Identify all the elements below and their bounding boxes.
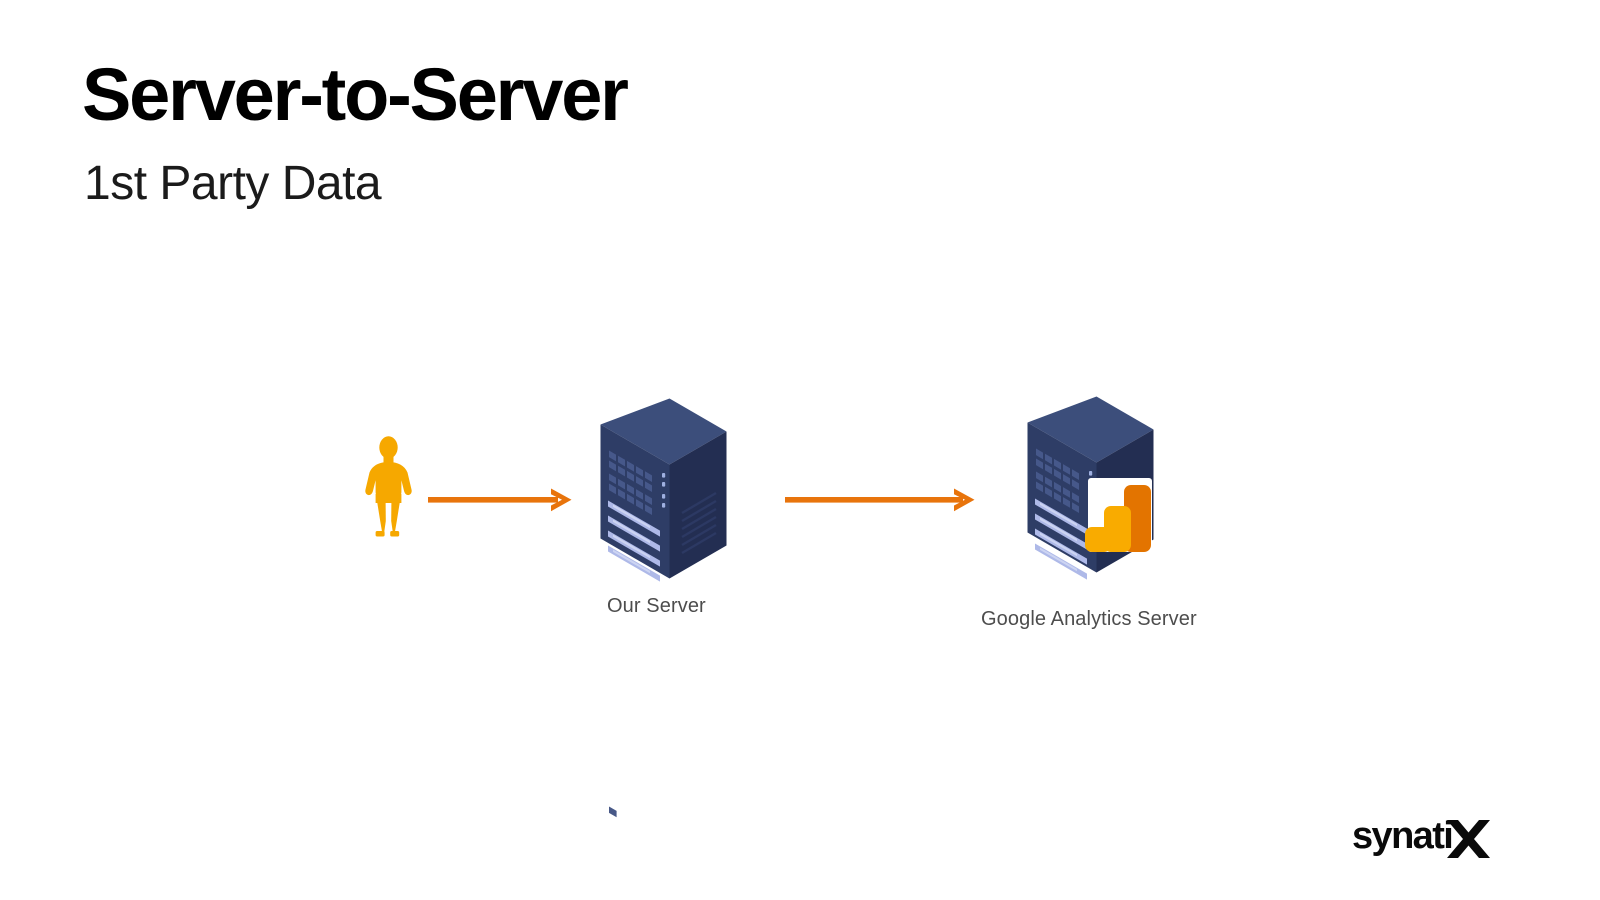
synatix-logo: synati <box>1352 812 1492 862</box>
page-title: Server-to-Server <box>82 53 629 136</box>
google-analytics-logo <box>1085 478 1152 552</box>
page-subtitle: 1st Party Data <box>84 157 382 210</box>
connector-user-to-our-server <box>428 488 572 512</box>
connector-our-server-to-ga <box>785 488 975 512</box>
person-icon <box>365 436 412 537</box>
label-google-analytics-server: Google Analytics Server <box>981 608 1197 630</box>
server-icon-our-server <box>600 398 727 818</box>
label-our-server: Our Server <box>607 595 706 617</box>
synatix-wordmark-text: synati <box>1352 815 1452 857</box>
